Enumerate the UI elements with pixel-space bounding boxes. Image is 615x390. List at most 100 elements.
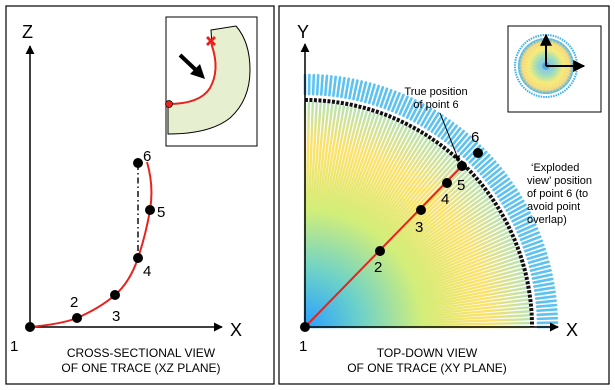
outer-tick [420,107,433,127]
outer-tick [453,132,469,150]
outer-tick [447,127,462,145]
left-caption-line1: CROSS-SECTIONAL VIEW [67,346,216,360]
outer-tick [487,170,505,185]
outer-tick [319,74,324,96]
outer-tick [328,75,333,97]
outer-tick [494,181,513,195]
inset-arrow-icon [178,53,205,79]
x-axis-label-right: X [566,320,578,340]
outer-tick [527,256,549,265]
point-label-2-right: 2 [374,259,382,276]
outer-tick [503,195,523,209]
outer-tick [534,294,557,300]
cross-section-inset [165,16,258,147]
outer-tick [367,83,376,105]
outer-tick [479,160,497,176]
point-label-6-right: 6 [471,129,479,146]
point-5-right [457,161,467,171]
disc-spoke [547,69,558,93]
outer-tick [489,174,508,189]
point-label-5-right: 5 [457,177,465,194]
outer-tick [516,223,537,234]
outer-tick [535,299,557,304]
disc-spoke [531,69,545,91]
outer-tick [443,124,458,143]
outer-tick [344,77,351,99]
outer-tick [533,281,555,288]
disc-spoke [534,69,545,93]
outer-tick [383,88,393,110]
annotation-true-arrow [439,112,460,162]
outer-tick [364,82,372,104]
disc-spoke [549,58,574,66]
outer-tick [336,76,342,98]
outer-tick [534,290,556,296]
outer-tick [536,308,558,313]
outer-tick [413,103,425,123]
disc-spoke [518,58,543,66]
outer-tick [511,211,531,223]
outer-tick [499,188,518,202]
outer-tick [532,277,554,284]
x-axis-label: X [230,320,242,340]
disc-spoke [531,41,545,63]
top-down-inset [507,25,602,113]
outer-tick [476,157,494,173]
inset-start-point [165,100,173,108]
disc-spoke [549,66,574,71]
point-3 [110,290,120,300]
outer-tick [360,81,368,103]
disc-spoke [546,38,554,63]
outer-tick [405,99,417,119]
disc-spoke [546,69,551,94]
point-2-right [375,246,385,256]
annotation-exploded-line5: overlap) [527,214,567,226]
outer-tick [526,252,548,261]
annotation-exploded-line1: ‘Exploded [531,162,579,174]
disc-spoke [548,68,567,87]
disc-spoke [519,54,543,65]
outer-tick [348,78,355,100]
disc-spoke [547,69,561,91]
outer-tick-ring [303,73,559,329]
outer-tick [505,199,525,212]
outer-tick [507,203,527,216]
z-axis-label: Z [22,22,33,42]
annotation-true-line2: of point 6 [413,99,458,111]
disc-spoke [549,67,573,78]
disc-spoke [549,61,574,66]
disc-spoke [518,66,543,74]
outer-tick [514,219,535,230]
right-caption-line1: TOP-DOWN VIEW [377,346,478,360]
disc-spoke [538,38,546,63]
disc-spoke [549,54,573,65]
outer-tick [531,273,553,280]
outer-tick [501,192,521,205]
disc-spoke [549,51,571,65]
disc-spoke [548,68,569,84]
disc-spoke [534,39,545,63]
outer-tick [387,90,397,111]
outer-tick [394,93,405,114]
disc-spoke [548,48,569,64]
disc-spoke [541,69,546,94]
outer-tick [324,74,329,97]
point-1 [25,322,35,332]
outer-tick [456,135,472,153]
annotation-exploded-line4: avoid point [527,201,580,213]
outer-tick [513,215,533,227]
right-panel: Y X 1 2 3 4 5 6 True position of point 6… [297,22,602,375]
outer-tick [530,269,552,276]
outer-tick [528,260,550,268]
outer-tick [524,243,545,253]
outer-tick [340,76,346,99]
outer-tick [518,227,539,238]
outer-tick [416,105,429,125]
disc-spoke [549,67,571,81]
disc-spoke [523,48,544,64]
disc-spoke [525,68,544,87]
outer-tick [522,239,544,249]
outer-tick [430,114,444,133]
